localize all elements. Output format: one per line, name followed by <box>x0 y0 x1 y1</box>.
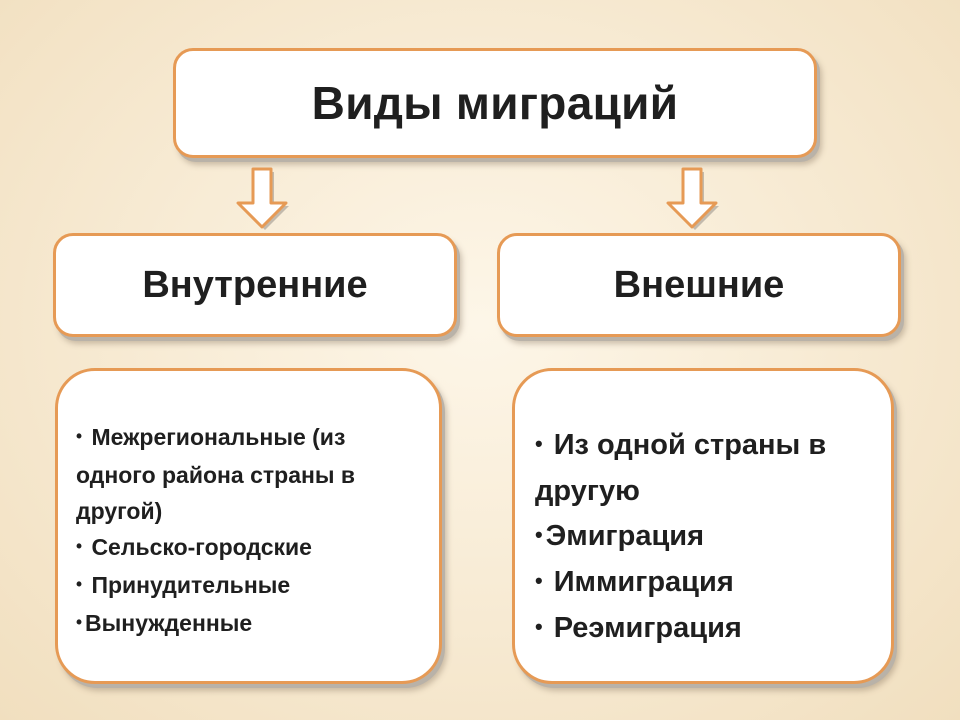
external-list-box: • Из одной страны в другую •Эмиграция • … <box>512 368 894 684</box>
internal-list: • Межрегиональные (из одного района стра… <box>58 371 439 643</box>
list-item-text: Принудительные <box>91 572 291 598</box>
bullet-icon: • <box>535 522 543 547</box>
list-item: • Реэмиграция <box>535 606 871 652</box>
category-internal-box: Внутренние <box>53 233 457 337</box>
external-list: • Из одной страны в другую •Эмиграция • … <box>515 371 891 652</box>
bullet-icon: • <box>76 536 83 556</box>
list-item: • Иммиграция <box>535 560 871 606</box>
list-item: • Из одной страны в другую <box>535 423 871 514</box>
diagram-title: Виды миграций <box>311 77 679 129</box>
bullet-icon: • <box>76 426 83 446</box>
bullet-icon: • <box>76 612 83 632</box>
list-item: • Принудительные <box>76 567 419 605</box>
bullet-icon: • <box>535 614 543 639</box>
arrow-down-icon <box>236 167 289 230</box>
category-internal-label: Внутренние <box>142 263 368 306</box>
list-item-text: Реэмиграция <box>553 612 742 644</box>
bullet-icon: • <box>76 574 83 594</box>
title-box: Виды миграций <box>173 48 817 158</box>
list-item-text: Сельско-городские <box>91 534 312 560</box>
list-item-text: Эмиграция <box>545 520 705 552</box>
bullet-icon: • <box>535 568 543 593</box>
list-item: •Эмиграция <box>535 514 871 560</box>
list-item-text: Иммиграция <box>553 566 734 598</box>
category-external-label: Внешние <box>613 263 785 306</box>
list-item-text: Вынужденные <box>85 610 253 636</box>
list-item: • Сельско-городские <box>76 529 419 567</box>
category-external-box: Внешние <box>497 233 901 337</box>
bullet-icon: • <box>535 431 543 456</box>
list-item: •Вынужденные <box>76 605 419 643</box>
list-item-text: Межрегиональные (из одного района страны… <box>76 424 356 524</box>
list-item-text: Из одной страны в другую <box>535 429 827 507</box>
list-item: • Межрегиональные (из одного района стра… <box>76 419 419 529</box>
internal-list-box: • Межрегиональные (из одного района стра… <box>55 368 442 684</box>
arrow-down-icon <box>666 167 719 230</box>
